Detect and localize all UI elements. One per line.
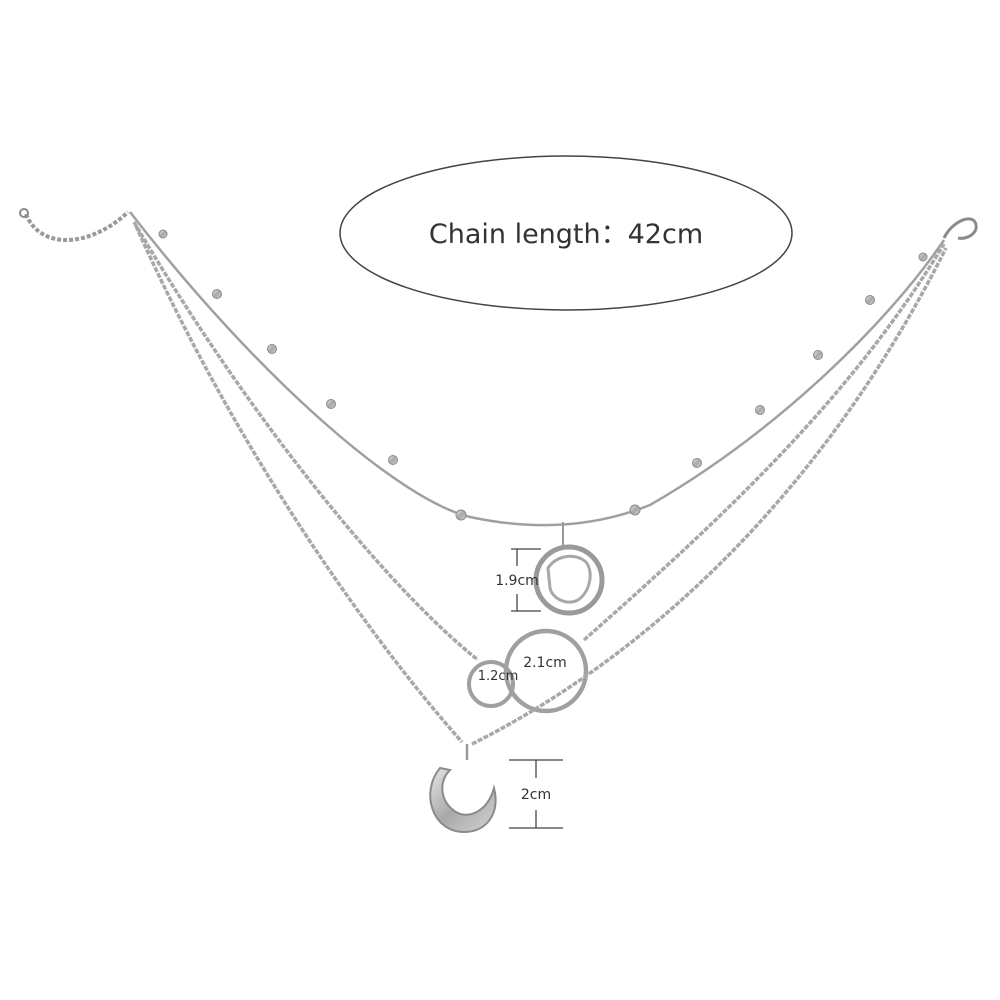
- clasp: [942, 217, 978, 240]
- caption-ellipse: [339, 155, 793, 311]
- chain-layer-3: [134, 225, 464, 744]
- satellite-beads: [158, 229, 928, 521]
- disc-pendant-cutout: [546, 554, 592, 604]
- chain-layer-3-right: [471, 247, 948, 746]
- dimension-label-small-ring: 1.2cm: [478, 669, 519, 684]
- disc-pendant: [533, 544, 605, 616]
- crescent-moon-pendant: [429, 766, 497, 834]
- large-ring: [503, 628, 589, 714]
- chain-layer-1: [129, 211, 946, 527]
- dimension-label-large-ring: 2.1cm: [523, 655, 567, 671]
- dimension-bracket-3: [509, 759, 563, 829]
- chain-layer-2-right: [582, 243, 946, 642]
- dimension-label-moon: 2cm: [521, 787, 551, 803]
- dimension-bracket-1: [511, 548, 541, 612]
- chain-layer-2: [132, 221, 480, 662]
- chain-length-caption: Chain length：42cm: [429, 219, 703, 250]
- small-ring: [467, 660, 515, 708]
- dimension-label-pendant: 1.9cm: [495, 573, 539, 589]
- extender-tag: [19, 208, 29, 218]
- extender-chain: [24, 210, 130, 242]
